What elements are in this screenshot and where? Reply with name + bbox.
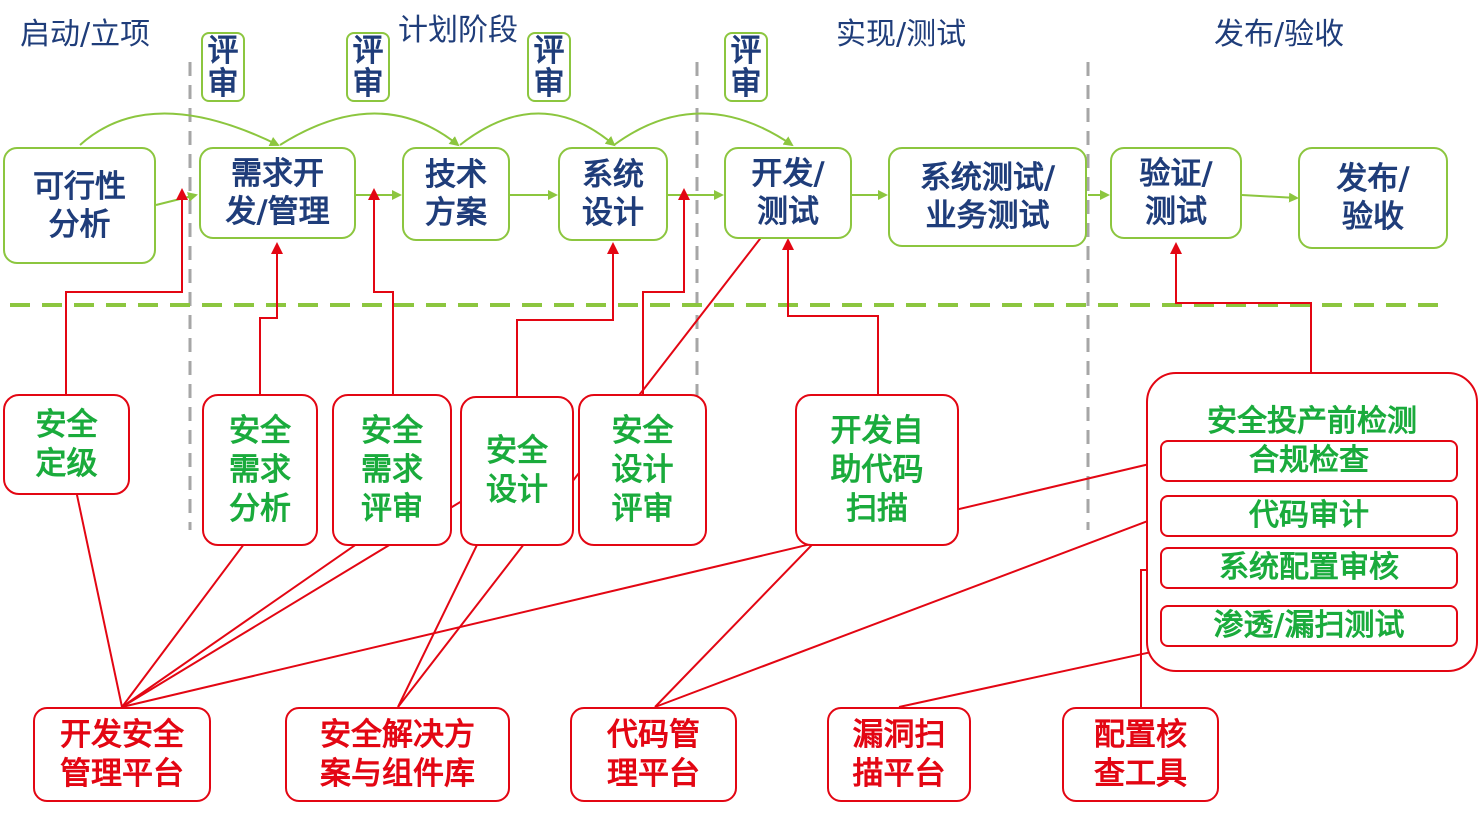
review-label: 评 审 — [207, 33, 239, 102]
process-system-design: 系统 设计 — [558, 147, 668, 241]
phase-planning: 计划阶段 — [398, 13, 518, 48]
security-design: 安全 设计 — [460, 396, 574, 546]
tool-config-check-tool: 配置核 查工具 — [1062, 707, 1219, 802]
security-design-review: 安全 设计 评审 — [578, 394, 707, 546]
pre-release-item-config-audit: 系统配置审核 — [1160, 547, 1458, 589]
tool-solution-library: 安全解决方 案与组件库 — [285, 707, 510, 802]
process-release-accept: 发布/ 验收 — [1298, 147, 1448, 249]
pre-release-item-compliance: 合规检查 — [1160, 440, 1458, 482]
security-req-review: 安全 需求 评审 — [332, 394, 452, 546]
review-tag: 评 审 — [201, 32, 245, 102]
review-arcs — [79, 112, 794, 147]
process-dev-test: 开发/ 测试 — [724, 147, 852, 239]
tool-dev-security-platform: 开发安全 管理平台 — [33, 707, 211, 802]
tool-connectors — [66, 211, 1282, 708]
process-feasibility: 可行性 分析 — [3, 147, 156, 264]
pre-release-item-code-audit: 代码审计 — [1160, 495, 1458, 537]
process-system-test: 系统测试/ 业务测试 — [888, 147, 1087, 247]
review-tag: 评 审 — [527, 32, 571, 102]
phase-initiation: 启动/立项 — [20, 17, 151, 52]
phase-dividers — [188, 62, 1090, 530]
pre-release-title: 安全投产前检测 — [1207, 404, 1417, 439]
process-tech-solution: 技术 方案 — [402, 147, 510, 241]
phase-implementation: 实现/测试 — [836, 17, 967, 52]
process-requirements: 需求开 发/管理 — [199, 147, 356, 239]
security-grading: 安全 定级 — [3, 394, 130, 495]
review-tag: 评 审 — [346, 32, 390, 102]
review-label: 评 审 — [352, 33, 384, 102]
process-verify-test: 验证/ 测试 — [1110, 147, 1242, 239]
review-label: 评 审 — [730, 33, 762, 102]
security-req-analysis: 安全 需求 分析 — [202, 394, 318, 546]
tool-vuln-scan-platform: 漏洞扫 描平台 — [827, 707, 971, 802]
pre-release-item-pentest: 渗透/漏扫测试 — [1160, 605, 1458, 647]
review-tag: 评 审 — [724, 32, 768, 102]
security-self-scan: 开发自 助代码 扫描 — [795, 394, 959, 546]
tool-code-mgmt-platform: 代码管 理平台 — [570, 707, 737, 802]
review-label: 评 审 — [533, 33, 565, 102]
phase-release: 发布/验收 — [1214, 17, 1345, 52]
pre-release-testing — [1146, 372, 1478, 672]
